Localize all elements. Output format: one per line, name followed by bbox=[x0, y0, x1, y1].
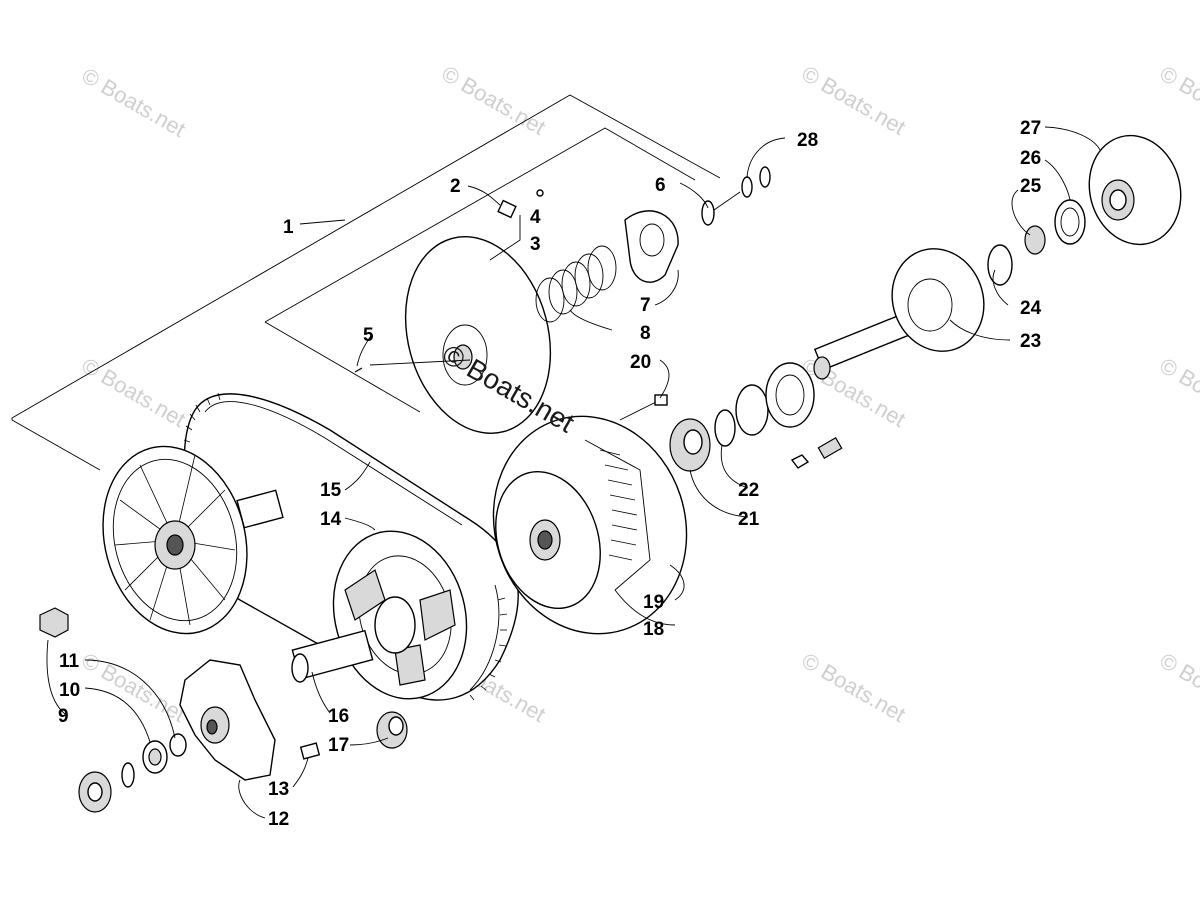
callout-13: 13 bbox=[268, 779, 289, 800]
snap-rings bbox=[701, 166, 771, 226]
callout-20: 20 bbox=[630, 352, 651, 373]
watermark: © Boats.net bbox=[78, 353, 190, 432]
spring bbox=[535, 245, 617, 323]
nut-and-washers bbox=[39, 607, 187, 813]
small-bushings bbox=[299, 711, 408, 760]
watermark: © Boats.net bbox=[1156, 353, 1200, 432]
callout-22: 22 bbox=[738, 480, 759, 501]
bolt bbox=[790, 436, 843, 469]
watermark: © Boats.net bbox=[78, 648, 190, 727]
pin bbox=[354, 359, 471, 373]
bearings bbox=[619, 362, 815, 472]
callout-21: 21 bbox=[738, 509, 760, 530]
callout-16: 16 bbox=[328, 706, 349, 727]
drive-face bbox=[102, 445, 284, 635]
watermark: © Boats.net bbox=[798, 648, 910, 727]
callout-14: 14 bbox=[320, 509, 342, 530]
callout-9: 9 bbox=[58, 706, 69, 727]
screw-and-clip bbox=[497, 189, 544, 219]
callout-18: 18 bbox=[643, 619, 664, 640]
watermark: © Boats.net bbox=[1156, 648, 1200, 727]
callout-8: 8 bbox=[640, 323, 651, 344]
watermark: © Boats.net bbox=[798, 61, 910, 140]
callout-4: 4 bbox=[530, 207, 541, 228]
watermark: © Boats.net bbox=[78, 63, 190, 142]
watermark: © Boats.net bbox=[1156, 61, 1200, 140]
watermark: © Boats.net bbox=[438, 61, 550, 140]
rear-parts bbox=[987, 134, 1182, 286]
callout-12: 12 bbox=[268, 809, 289, 830]
sleeve bbox=[291, 629, 374, 683]
callout-26: 26 bbox=[1020, 148, 1041, 169]
callout-labels: 1 2 3 4 5 6 7 8 9 10 11 12 13 14 15 16 1… bbox=[58, 118, 1042, 830]
secondary-sheave bbox=[492, 415, 688, 635]
callout-27: 27 bbox=[1020, 118, 1041, 139]
callout-28: 28 bbox=[797, 130, 818, 151]
callout-24: 24 bbox=[1020, 298, 1042, 319]
callout-3: 3 bbox=[530, 234, 541, 255]
callout-1: 1 bbox=[283, 217, 294, 238]
callout-11: 11 bbox=[59, 651, 80, 672]
callout-19: 19 bbox=[643, 592, 664, 613]
callout-7: 7 bbox=[640, 295, 651, 316]
callout-10: 10 bbox=[59, 680, 80, 701]
callout-6: 6 bbox=[655, 175, 666, 196]
callout-15: 15 bbox=[320, 480, 342, 501]
callout-2: 2 bbox=[450, 176, 461, 197]
callout-5: 5 bbox=[363, 325, 374, 346]
callout-17: 17 bbox=[328, 735, 349, 756]
assembly-brackets bbox=[11, 94, 721, 471]
leader-lines bbox=[46, 126, 1101, 819]
spider bbox=[179, 659, 276, 781]
callout-23: 23 bbox=[1020, 331, 1041, 352]
output-shaft bbox=[813, 248, 985, 380]
primary-sheave bbox=[404, 210, 679, 434]
callout-25: 25 bbox=[1020, 176, 1042, 197]
